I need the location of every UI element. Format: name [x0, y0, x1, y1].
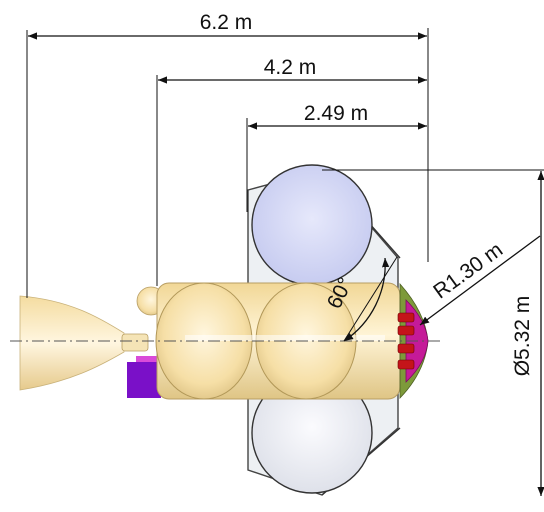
thruster: [397, 359, 415, 370]
dim-line-radius: [419, 235, 541, 326]
nose-cone: [19, 295, 125, 391]
thruster: [397, 325, 415, 336]
angle-arc: [343, 257, 390, 342]
label-overall-length: 6.2 m: [200, 11, 253, 34]
nozzle-connector: [121, 333, 149, 352]
label-diameter: Ø5.32 m: [511, 296, 534, 377]
box-magenta: [136, 356, 160, 366]
box-purple: [127, 362, 161, 398]
hull-highlight: [185, 335, 385, 341]
side-tank-top: [251, 164, 373, 286]
label-radius: R1.30 m: [429, 238, 507, 303]
thruster: [397, 312, 415, 323]
label-short-length: 2.49 m: [304, 102, 368, 125]
thruster: [397, 343, 415, 354]
label-mid-length: 4.2 m: [264, 56, 317, 79]
